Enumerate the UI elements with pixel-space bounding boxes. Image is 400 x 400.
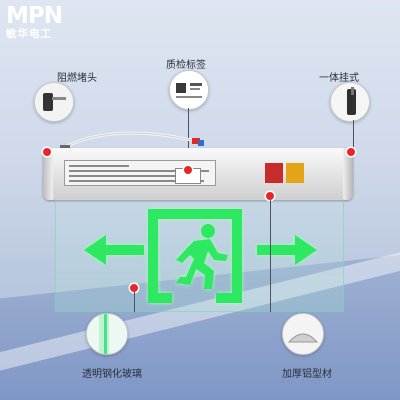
certification-badge-yellow: [286, 163, 304, 183]
left-arrow-icon: [84, 235, 144, 265]
exit-sign-graphic: [84, 209, 317, 303]
marker-hanger: [347, 148, 355, 156]
spec-line: [69, 170, 209, 172]
marker-glass: [130, 284, 138, 292]
marker-qc: [184, 166, 192, 174]
hanger-detail-icon: [331, 83, 369, 121]
detail-end-cap-circle: [34, 82, 74, 122]
callout-integrated-hanging: 一体挂式: [319, 73, 359, 84]
aluminum-profile-detail-icon: [283, 314, 323, 354]
spec-line: [69, 175, 189, 177]
left-end-cap: [43, 148, 53, 200]
detail-hanger-circle: [330, 82, 370, 122]
callout-thick-aluminum: 加厚铝型材: [282, 369, 332, 380]
qc-sticker-detail-icon: [170, 71, 208, 109]
brand-logo: MPN 敏华电工: [6, 3, 63, 41]
right-arrow-icon: [257, 235, 317, 265]
marker-end-cap: [43, 148, 51, 156]
callout-flame-retardant-plug: 阻燃堵头: [57, 73, 97, 84]
detail-aluminum-circle: [282, 313, 324, 355]
right-end-cap: [343, 148, 353, 200]
aluminum-leader-line: [270, 200, 271, 312]
running-man-door-icon: [148, 209, 242, 303]
logo-mark: MPN: [6, 3, 63, 29]
end-cap-detail-icon: [35, 83, 73, 121]
marker-aluminum: [266, 192, 274, 200]
callout-tempered-glass: 透明钢化玻璃: [82, 369, 142, 380]
spec-line: [69, 180, 204, 182]
glass-leader-line: [134, 292, 135, 312]
glass-detail-icon: [87, 314, 127, 354]
detail-qc-circle: [169, 70, 209, 110]
hanger-leader-line: [353, 120, 354, 152]
detail-glass-circle: [86, 313, 128, 355]
logo-subtitle: 敏华电工: [6, 28, 52, 40]
certification-badge-red: [265, 163, 283, 183]
callout-qc-label: 质检标签: [166, 60, 206, 71]
spec-line: [69, 165, 129, 167]
